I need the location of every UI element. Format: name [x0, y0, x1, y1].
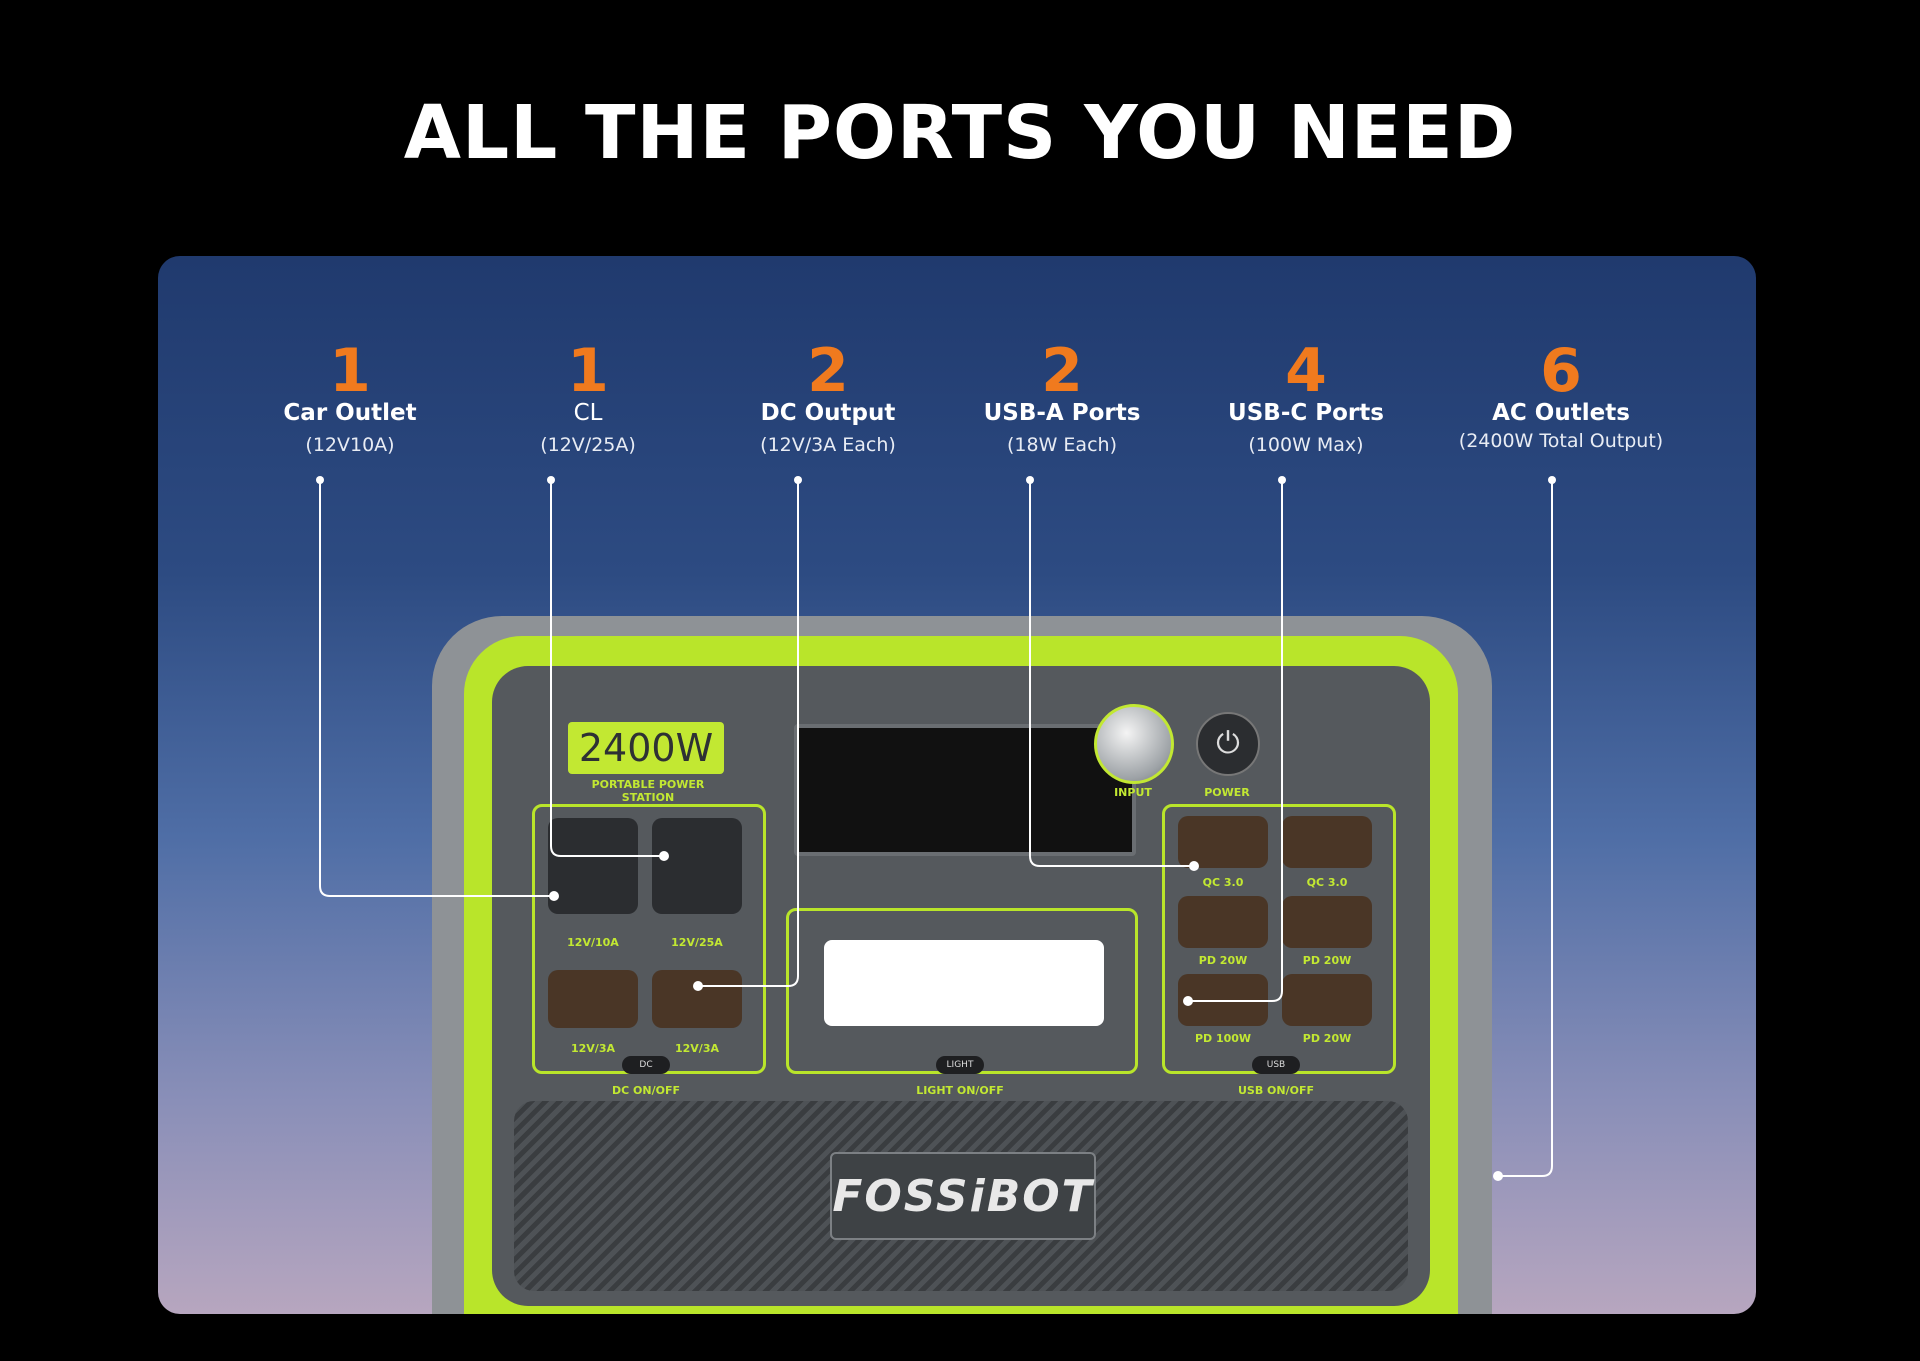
capacity-badge: 2400W — [568, 722, 724, 774]
dial-label: INPUT — [1114, 786, 1152, 799]
callout-spec: (100W Max) — [1248, 434, 1364, 456]
callout-count: 2 — [1041, 336, 1083, 406]
cl-port — [652, 818, 742, 914]
power-button[interactable]: ⏻ — [1196, 712, 1260, 776]
input-dial[interactable] — [1094, 704, 1174, 784]
dc-switch[interactable]: DC — [622, 1056, 670, 1074]
callout-count: 1 — [567, 336, 609, 406]
callout-cl: 1 CL (12V/25A) — [458, 340, 718, 456]
callout-name: AC Outlets — [1492, 400, 1630, 426]
port-label: 12V/25A — [671, 936, 723, 949]
port-label: 12V/3A — [674, 1042, 719, 1055]
dc-output-port — [652, 970, 742, 1028]
usb-switch-label: USB ON/OFF — [1237, 1084, 1315, 1097]
leader-line-usba — [1029, 480, 1194, 867]
display-screen — [794, 724, 1136, 856]
callout-ac-outlets: 6 AC Outlets (2400W Total Output) — [1421, 340, 1701, 452]
dc-output-port — [548, 970, 638, 1028]
callout-spec: (12V/25A) — [540, 434, 636, 456]
callout-count: 2 — [807, 336, 849, 406]
callout-spec: (12V10A) — [305, 434, 395, 456]
callout-leader-lines — [316, 476, 1556, 1181]
port-label: 12V/3A — [570, 1042, 615, 1055]
callout-usb-a: 2 USB-A Ports (18W Each) — [932, 340, 1192, 456]
port-label: 12V/10A — [567, 936, 619, 949]
usb-c-port — [1178, 896, 1268, 948]
usb-a-port — [1282, 816, 1372, 868]
callout-name: DC Output — [760, 400, 896, 426]
brand-logo: FOSSiBOT — [830, 1152, 1096, 1240]
callout-spec: (18W Each) — [1007, 434, 1117, 456]
usb-c-port — [1282, 896, 1372, 948]
light-switch[interactable]: LIGHT — [936, 1056, 984, 1074]
power-label: POWER — [1204, 786, 1250, 799]
port-label: PD 20W — [1302, 954, 1352, 967]
port-label: PD 20W — [1198, 954, 1248, 967]
callout-car-outlet: 1 Car Outlet (12V10A) — [220, 340, 480, 456]
callout-usb-c: 4 USB-C Ports (100W Max) — [1176, 340, 1436, 456]
callout-count: 1 — [329, 336, 371, 406]
leader-line-ac — [1498, 480, 1553, 1177]
led-light — [824, 940, 1104, 1026]
callout-count: 4 — [1285, 336, 1327, 406]
usb-switch[interactable]: USB — [1252, 1056, 1300, 1074]
leader-line-cl — [550, 480, 664, 857]
usb-c-port — [1282, 974, 1372, 1026]
car-outlet-port — [548, 818, 638, 914]
dc-switch-label: DC ON/OFF — [612, 1084, 680, 1097]
port-label: PD 20W — [1302, 1032, 1352, 1045]
callout-name: USB-A Ports — [983, 400, 1141, 426]
product-panel: 1 Car Outlet (12V10A) 1 CL (12V/25A) 2 D… — [158, 256, 1756, 1314]
callout-dc-output: 2 DC Output (12V/3A Each) — [698, 340, 958, 456]
callout-count: 6 — [1540, 336, 1582, 406]
leader-line-usbc — [1188, 480, 1283, 1002]
callout-name: Car Outlet — [283, 400, 417, 426]
callout-spec: (2400W Total Output) — [1458, 430, 1664, 452]
usb-a-port — [1178, 816, 1268, 868]
page-headline: ALL THE PORTS YOU NEED — [403, 90, 1517, 176]
leader-line-dc — [698, 480, 799, 987]
leader-line-car — [319, 480, 554, 897]
port-label: QC 3.0 — [1202, 876, 1244, 889]
port-label: QC 3.0 — [1306, 876, 1348, 889]
callout-name: USB-C Ports — [1228, 400, 1384, 426]
port-label: PD 100W — [1194, 1032, 1252, 1045]
capacity-subtitle: PORTABLE POWER STATION — [591, 778, 705, 804]
callout-name: CL — [573, 400, 603, 426]
light-switch-label: LIGHT ON/OFF — [916, 1084, 1004, 1097]
callout-spec: (12V/3A Each) — [760, 434, 896, 456]
